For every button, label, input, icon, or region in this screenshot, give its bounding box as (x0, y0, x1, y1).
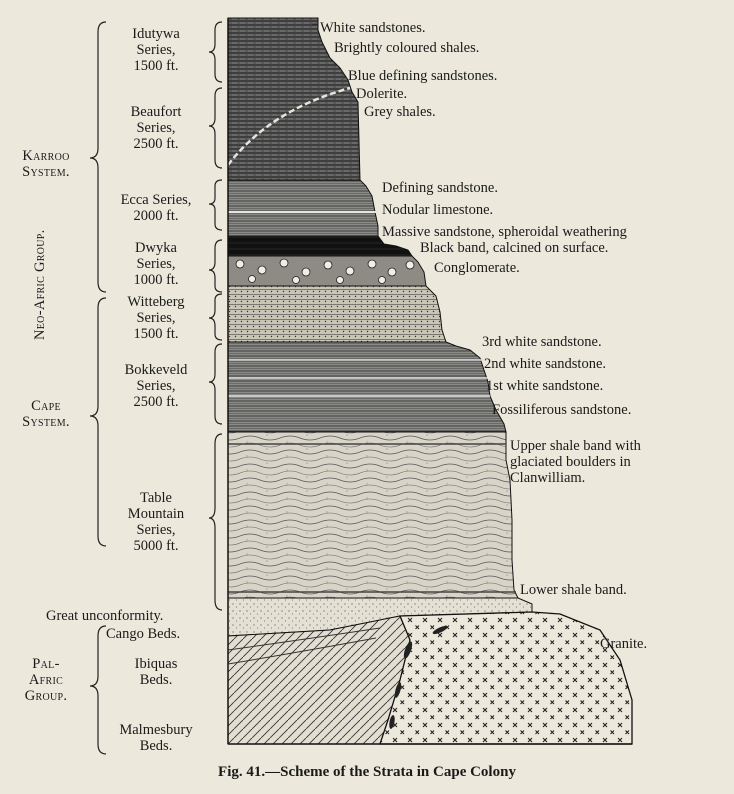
granite-label: Granite. (600, 636, 648, 652)
third-white-sandstone-label: 3rd white sandstone. (482, 334, 602, 350)
cape-system-label: Cape System. (6, 398, 86, 430)
karroo-line-2: System. (22, 164, 70, 180)
dwyka-series-label: Dwyka Series, 1000 ft. (104, 240, 208, 288)
malmesbury-ibiquas-beds (227, 615, 411, 745)
table-mountain-strata (227, 431, 519, 599)
first-white-sandstone-label: 1st white sandstone. (486, 378, 604, 394)
dolerite-sill (227, 86, 351, 166)
bokkeveld-strata (227, 341, 507, 433)
figure-caption: Fig. 41.—Scheme of the Strata in Cape Co… (218, 764, 516, 780)
ibiquas-beds-label: Ibiquas Beds. (104, 656, 208, 688)
nodular-limestone-label: Nodular limestone. (382, 202, 494, 218)
witteberg-line-2: Series, (136, 310, 176, 326)
bedding-line (227, 637, 377, 665)
table-mountain-line-2: Mountain (127, 506, 185, 522)
beaufort-line-3: 2500 ft. (133, 136, 179, 152)
pal-afric-line-2: Afric (28, 672, 64, 688)
witteberg-series-label: Witteberg Series, 1500 ft. (104, 294, 208, 342)
upper-shale-line-2: glaciated boulders in (510, 454, 631, 470)
bokkeveld-series-label: Bokkeveld Series, 2500 ft. (104, 362, 208, 410)
granite-dykes (389, 625, 448, 729)
upper-shale-line-3: Clanwilliam. (510, 470, 586, 486)
dwyka-line-1: Dwyka (135, 240, 177, 256)
conglomerate-label: Conglomerate. (434, 260, 520, 276)
pal-afric-group-label: Pal- Afric Group. (6, 656, 86, 704)
karroo-system-label: Karroo System. (6, 148, 86, 180)
cape-line-2: System. (22, 414, 70, 430)
white-sandstones-label: White sandstones. (320, 20, 426, 36)
table-mountain-line-3: Series, (136, 522, 176, 538)
malmesbury-beds-label: Malmesbury Beds. (104, 722, 208, 754)
witteberg-line-1: Witteberg (127, 294, 185, 310)
table-mountain-line-1: Table (140, 490, 172, 506)
idutywa-series-label: Idutywa Series, 1500 ft. (104, 26, 208, 74)
beaufort-series-label: Beaufort Series, 2500 ft. (104, 104, 208, 152)
grey-shales-label: Grey shales. (364, 104, 436, 120)
black-band-label: Black band, calcined on surface. (420, 240, 609, 256)
blue-defining-sandstones-label: Blue defining sandstones. (348, 68, 498, 84)
upper-shale-line-1: Upper shale band with (510, 438, 641, 454)
neo-afric-group-label: Neo-Afric Group. (32, 229, 48, 340)
system-braces (89, 21, 107, 755)
ecca-line-2: 2000 ft. (133, 208, 179, 224)
ecca-strata (227, 179, 379, 237)
upper-shale-band-label: Upper shale band with glaciated boulders… (510, 438, 641, 486)
lower-shale-band-label: Lower shale band. (520, 582, 627, 598)
massive-sandstone-label: Massive sandstone, spheroidal weathering (382, 224, 627, 240)
second-white-sandstone-label: 2nd white sandstone. (484, 356, 607, 372)
bokkeveld-line-3: 2500 ft. (133, 394, 179, 410)
cango-beds-label: Cango Beds. (106, 626, 181, 642)
brightly-coloured-shales-label: Brightly coloured shales. (334, 40, 480, 56)
series-braces (208, 21, 223, 611)
cape-line-1: Cape (31, 398, 61, 414)
karroo-line-1: Karroo (22, 148, 70, 164)
ecca-line-1: Ecca Series, (120, 192, 192, 208)
ibiquas-line-2: Beds. (139, 672, 173, 688)
table-mountain-line-4: 5000 ft. (133, 538, 179, 554)
table-mountain-series-label: Table Mountain Series, 5000 ft. (104, 490, 208, 554)
granite-intrusion (379, 611, 633, 745)
idutywa-line-2: Series, (136, 42, 176, 58)
pal-afric-line-3: Group. (24, 688, 68, 704)
defining-sandstone-label: Defining sandstone. (382, 180, 498, 196)
witteberg-line-3: 1500 ft. (133, 326, 179, 342)
bedding-line (227, 627, 381, 651)
ecca-series-label: Ecca Series, 2000 ft. (104, 192, 208, 224)
dolerite-label: Dolerite. (356, 86, 408, 102)
witteberg-strata (227, 285, 447, 343)
dwyka-conglomerate (227, 255, 427, 287)
beaufort-line-1: Beaufort (130, 104, 182, 120)
malmesbury-line-1: Malmesbury (119, 722, 193, 738)
bokkeveld-line-2: Series, (136, 378, 176, 394)
fossiliferous-sandstone-label: Fossiliferous sandstone. (492, 402, 632, 418)
pal-afric-line-1: Pal- (32, 656, 60, 672)
dwyka-line-2: Series, (136, 256, 176, 272)
great-unconformity-label: Great unconformity. (46, 608, 164, 624)
dwyka-line-3: 1000 ft. (133, 272, 179, 288)
idutywa-line-3: 1500 ft. (133, 58, 179, 74)
beaufort-line-2: Series, (136, 120, 176, 136)
malmesbury-line-2: Beds. (139, 738, 173, 754)
idutywa-line-1: Idutywa (132, 26, 180, 42)
bokkeveld-line-1: Bokkeveld (124, 362, 188, 378)
ibiquas-line-1: Ibiquas (134, 656, 178, 672)
conglomerate-pebbles (235, 258, 415, 284)
